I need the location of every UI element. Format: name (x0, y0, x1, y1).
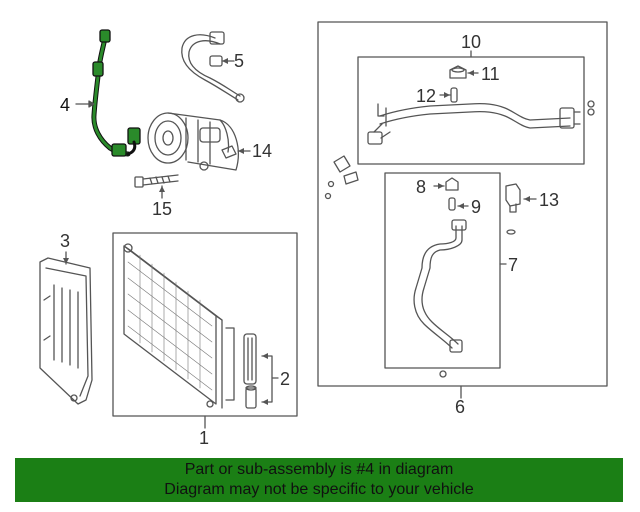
callout-14: 14 (252, 141, 272, 161)
callout-4: 4 (60, 95, 70, 115)
part-8-cap[interactable] (445, 177, 459, 191)
part-13-pressure-switch[interactable] (505, 183, 521, 213)
banner-line-1: Part or sub-assembly is #4 in diagram (184, 461, 454, 478)
callout-12: 12 (416, 86, 436, 106)
part-9-valve-core[interactable] (448, 197, 456, 211)
banner-line-2: Diagram may not be specific to your vehi… (164, 481, 474, 498)
misc-fittings (324, 155, 359, 200)
callout-5: 5 (234, 51, 244, 71)
exploded-parts-diagram: 4 5 14 15 3 2 1 10 11 12 8 9 13 7 6 (39, 21, 608, 448)
callout-15: 15 (152, 199, 172, 219)
part-10-liquid-pipe[interactable] (367, 100, 595, 145)
part-11-cap[interactable] (449, 65, 467, 79)
callout-6: 6 (455, 397, 465, 417)
callout-2: 2 (280, 369, 290, 389)
part-1-condenser[interactable] (123, 243, 235, 409)
part-2-receiver-dryer[interactable] (243, 333, 257, 409)
callout-13: 13 (539, 190, 559, 210)
part-7-suction-pipe[interactable] (413, 219, 516, 378)
part-4-discharge-hose[interactable] (91, 29, 141, 157)
callout-1: 1 (199, 428, 209, 448)
part-14-compressor[interactable] (147, 112, 239, 171)
leader-2 (261, 355, 279, 403)
callout-9: 9 (471, 197, 481, 217)
callout-3: 3 (60, 231, 70, 251)
group-6-frame (317, 21, 608, 387)
callout-11: 11 (481, 64, 500, 84)
part-15-bolt[interactable] (134, 174, 179, 188)
part-5-suction-hose[interactable] (181, 31, 245, 103)
part-12-valve-core[interactable] (450, 87, 458, 103)
info-banner: Part or sub-assembly is #4 in diagram Di… (15, 458, 623, 502)
part-3-condenser-shroud[interactable] (39, 257, 93, 405)
callout-10: 10 (461, 32, 481, 52)
callout-7: 7 (508, 255, 518, 275)
callout-8: 8 (416, 177, 426, 197)
group-1-frame (112, 232, 298, 417)
group-7-frame (384, 172, 501, 369)
